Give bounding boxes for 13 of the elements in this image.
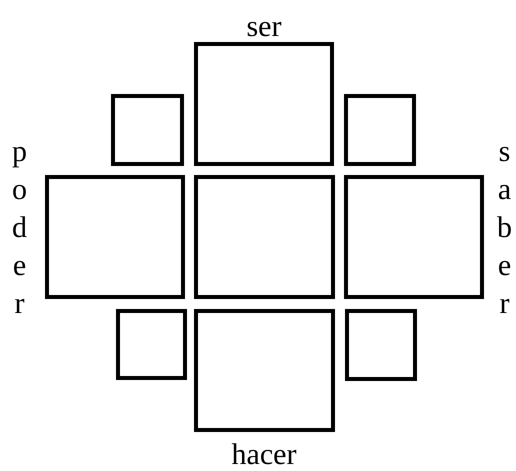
square-box (194, 309, 335, 432)
vertical-label: poder (11, 134, 28, 322)
vertical-label: saber (496, 134, 513, 322)
square-box (45, 175, 185, 299)
square-box (194, 42, 334, 166)
square-box (194, 175, 335, 299)
side-label: ser (246, 12, 282, 42)
square-box (344, 175, 484, 299)
side-label: hacer (232, 440, 296, 470)
square-box (345, 309, 417, 381)
square-box (344, 94, 416, 166)
square-box (111, 94, 184, 166)
square-box (116, 309, 187, 380)
